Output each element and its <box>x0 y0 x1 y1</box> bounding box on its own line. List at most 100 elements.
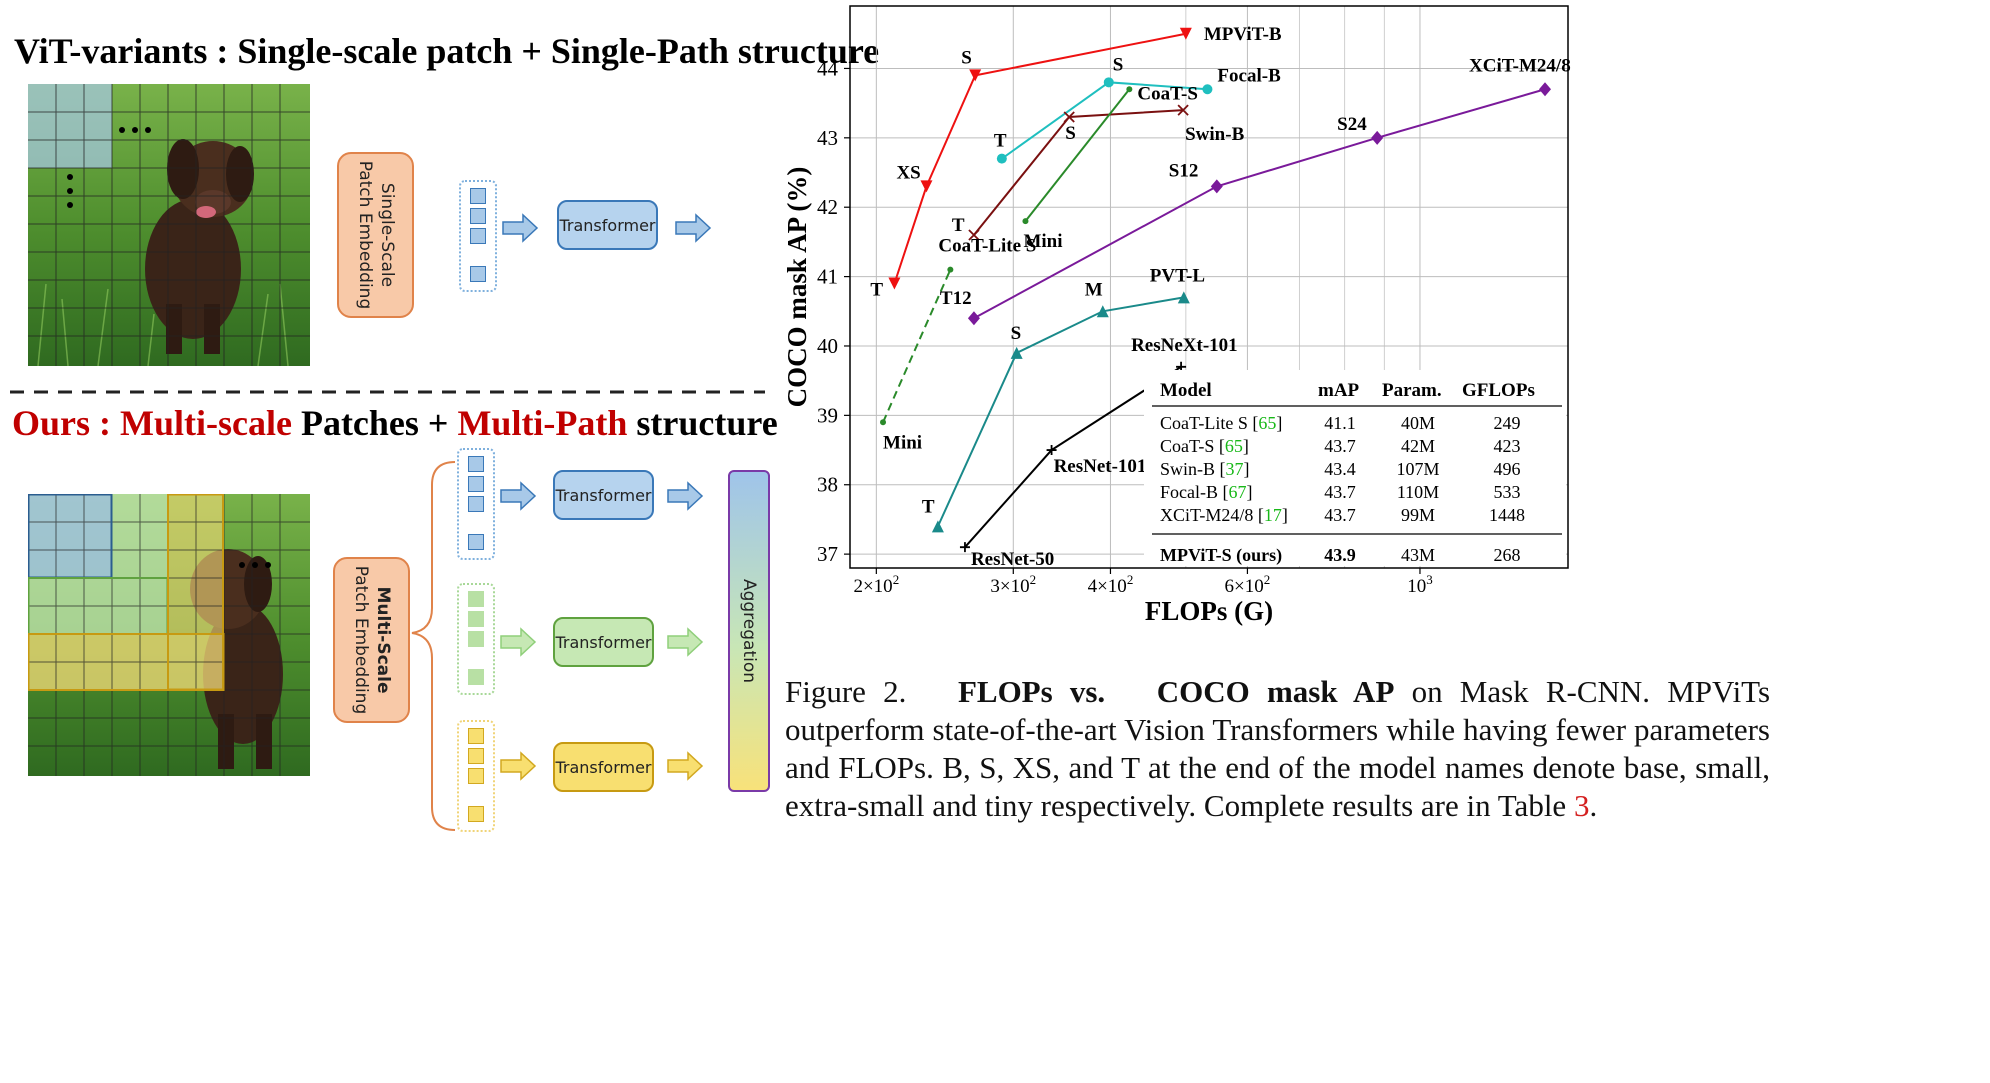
table-cell-map: 43.4 <box>1324 459 1356 479</box>
token-column-yellow <box>457 720 495 832</box>
table-header: GFLOPs <box>1462 380 1535 401</box>
point-label: S <box>961 47 972 68</box>
transformer-block: Transformer <box>557 200 658 250</box>
point-label: S12 <box>1169 160 1199 181</box>
bottom-heading-part2: Patches + <box>291 403 458 443</box>
x-tick-label: 103 <box>1407 572 1433 597</box>
point-label: ResNet-101 <box>1054 456 1147 477</box>
table-cell-param: 110M <box>1397 482 1439 502</box>
y-tick-label: 37 <box>817 542 838 566</box>
caption-bold-2: COCO mask AP <box>1156 674 1395 709</box>
series-line <box>937 296 1184 527</box>
point-label: ResNeXt-101 <box>1131 335 1238 356</box>
y-tick-label: 38 <box>817 473 838 497</box>
data-point <box>1177 291 1190 304</box>
series-line <box>882 269 952 423</box>
bottom-heading-part3: Multi-Path <box>457 403 628 443</box>
data-point <box>968 229 980 241</box>
x-axis-label: FLOPs (G) <box>1145 596 1273 626</box>
series-line <box>893 32 1187 284</box>
point-label: Swin-B <box>1185 124 1244 145</box>
multi-embed-line1: Multi-Scale <box>372 586 393 694</box>
multi-embed-line2: Patch Embedding <box>350 565 371 715</box>
puppy-photo-multi-scale <box>28 494 310 776</box>
point-label: Mini <box>1023 231 1062 252</box>
token-column-blue <box>457 448 495 560</box>
x-tick-label: 6×102 <box>1225 572 1271 597</box>
figure-caption: Figure 2. FLOPs vs. COCO mask AP on Mask… <box>785 673 1770 825</box>
x-tick-label: 4×102 <box>1088 572 1134 597</box>
data-point <box>1022 218 1029 225</box>
data-point <box>1046 445 1057 456</box>
point-label: ResNet-50 <box>971 549 1054 570</box>
caption-end: . <box>1589 788 1598 823</box>
token-column-single <box>459 180 497 292</box>
transformer-block: Transformer <box>553 470 654 520</box>
data-point <box>959 542 970 553</box>
point-label: XS <box>896 162 920 183</box>
table-cell-param: 107M <box>1396 459 1439 479</box>
point-label: T12 <box>940 288 972 309</box>
table-header: Param. <box>1382 380 1442 401</box>
arrow-icon <box>500 627 704 657</box>
data-point <box>1126 86 1133 93</box>
puppy-photo-single-scale <box>28 84 310 366</box>
multi-scale-patch-embedding: Multi-Scale Patch Embedding <box>333 557 410 723</box>
y-tick-label: 39 <box>817 403 838 427</box>
table-ours-model: MPViT-S (ours) <box>1160 545 1282 566</box>
table-cell-gflops: 1448 <box>1489 505 1525 525</box>
table-cell-map: 41.1 <box>1324 413 1356 433</box>
table-cell-gflops: 423 <box>1494 436 1521 456</box>
data-point <box>880 419 887 426</box>
y-tick-label: 43 <box>817 126 838 150</box>
point-label: T <box>994 131 1007 152</box>
transformer-block: Transformer <box>553 617 654 667</box>
data-point <box>1371 130 1384 145</box>
token-column-green <box>457 583 495 695</box>
data-point <box>1103 77 1114 88</box>
arrow-icon <box>500 751 704 781</box>
y-axis-label: COCO mask AP (%) <box>782 167 812 408</box>
table-cell-gflops: 533 <box>1494 482 1521 502</box>
x-tick-label: 2×102 <box>853 572 899 597</box>
point-label: T <box>870 280 883 301</box>
arrow-icon <box>500 213 712 511</box>
table-cell-map: 43.7 <box>1324 482 1356 502</box>
table-cell-map: 43.7 <box>1324 505 1356 525</box>
table-cell-model: CoaT-Lite S [65] <box>1160 413 1282 433</box>
data-point <box>888 277 901 290</box>
table-cell-param: 40M <box>1401 413 1435 433</box>
table-background <box>1144 370 1566 566</box>
top-heading: ViT-variants : Single-scale patch + Sing… <box>14 31 880 71</box>
point-label: M <box>1085 279 1103 300</box>
point-label: T <box>952 215 965 236</box>
table-cell-param: 99M <box>1401 505 1435 525</box>
data-point <box>1096 305 1109 318</box>
data-point <box>1063 111 1075 123</box>
point-label: Mini <box>883 432 922 453</box>
table-ours-map: 43.9 <box>1324 545 1356 565</box>
data-point <box>1202 84 1213 95</box>
point-label: S24 <box>1337 114 1367 135</box>
data-point <box>920 180 933 193</box>
table-cell-param: 42M <box>1401 436 1435 456</box>
point-label: CoaT-S <box>1137 83 1198 104</box>
table-cell-model: XCiT-M24/8 [17] <box>1160 505 1288 525</box>
table-cell-map: 43.7 <box>1324 436 1356 456</box>
data-point <box>1179 27 1192 40</box>
data-point <box>947 266 954 273</box>
point-label: CoaT-Lite S <box>938 236 1036 257</box>
point-label: MPViT-B <box>1204 24 1282 45</box>
bottom-heading-part4: structure <box>627 403 778 443</box>
series-line <box>973 109 1184 236</box>
table-header: Model <box>1160 380 1212 401</box>
transformer-block: Transformer <box>553 742 654 792</box>
y-tick-label: 44 <box>817 56 839 80</box>
point-label: PVT-L <box>1150 265 1205 286</box>
table-cell-model: CoaT-S [65] <box>1160 436 1249 456</box>
point-label: S <box>1065 123 1076 144</box>
data-point <box>1177 104 1189 116</box>
table-cell-model: Swin-B [37] <box>1160 459 1250 479</box>
data-point <box>996 153 1007 164</box>
